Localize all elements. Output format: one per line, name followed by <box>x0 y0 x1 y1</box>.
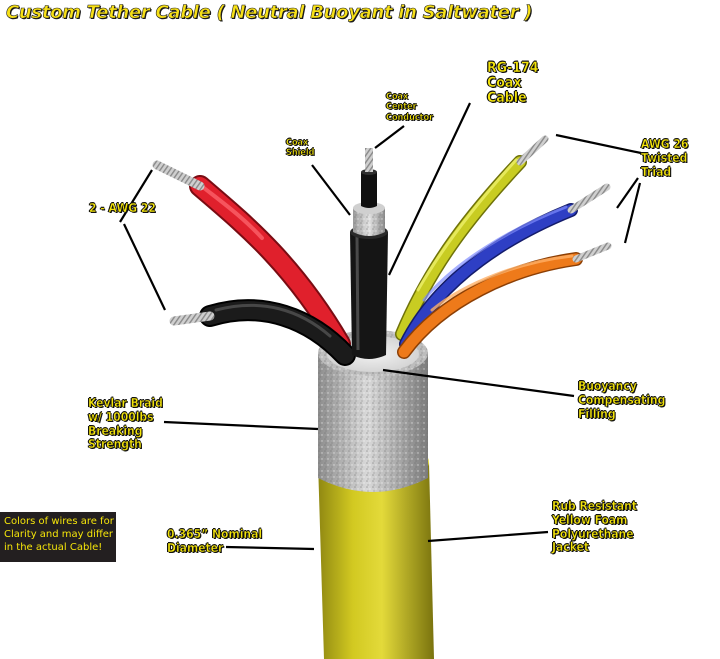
leader-awg26-orange <box>623 182 642 244</box>
note-line: Colors of wires are for <box>4 516 114 527</box>
label-coax-shield: Coax Shield <box>286 138 315 159</box>
label-buoyancy-filling: Buoyancy Compensating Filling <box>578 379 666 421</box>
label-line: Coax <box>386 92 409 102</box>
leader-jacket <box>427 530 549 543</box>
label-line: w/ 1000lbs <box>88 409 154 424</box>
wire-orange-awg26 <box>397 242 612 359</box>
wire-blue-awg26 <box>399 183 611 351</box>
label-line: Kevlar Braid <box>88 396 163 410</box>
leader-coax-center <box>374 125 405 149</box>
wire-yellow-awg26 <box>395 135 549 341</box>
label-awg26-twisted-triad: AWG 26 Twisted Triad <box>641 137 689 179</box>
label-polyurethane-jacket: Rub Resistant Yellow Foam Polyurethane J… <box>552 499 637 555</box>
leader-awg26-blue <box>616 177 639 209</box>
label-line: Center <box>386 102 417 113</box>
label-nominal-diameter: 0.365” Nominal Diameter <box>167 527 263 556</box>
leader-buoyancy <box>382 368 575 398</box>
note-line: in the actual Cable! <box>4 542 103 553</box>
label-line: Jacket <box>552 540 590 555</box>
label-line: Triad <box>641 164 672 179</box>
label-line: Coax <box>487 75 522 92</box>
label-kevlar-braid: Kevlar Braid w/ 1000lbs Breaking Strengt… <box>88 396 163 452</box>
leader-awg26-yellow <box>555 133 642 155</box>
label-line: Buoyancy <box>578 379 637 393</box>
leader-awg22-black <box>123 223 166 311</box>
label-line: 0.365” Nominal <box>167 527 263 541</box>
label-coax-center-conductor: Coax Center Conductor <box>386 92 433 123</box>
label-line: Coax <box>286 138 309 148</box>
note-line: Clarity and may differ <box>4 529 114 540</box>
leader-rg174 <box>388 102 471 276</box>
wire-red-awg22 <box>152 160 351 355</box>
label-line: Strength <box>88 437 142 452</box>
label-line: Filling <box>578 406 616 421</box>
coax-rg174 <box>350 148 388 359</box>
label-rg174-coax-cable: RG-174 Coax Cable <box>487 60 539 107</box>
leader-kevlar <box>163 420 319 431</box>
label-line: Breaking <box>88 423 143 438</box>
label-line: Polyurethane <box>552 526 634 541</box>
diagram-title: Custom Tether Cable ( Neutral Buoyant in… <box>6 2 533 24</box>
label-line: 2 - AWG 22 <box>89 201 156 215</box>
label-line: Conductor <box>386 112 434 123</box>
label-line: Compensating <box>578 392 666 407</box>
leader-diameter <box>225 545 315 551</box>
label-line: Diameter <box>167 540 224 555</box>
label-line: Cable <box>487 90 527 107</box>
label-line: RG-174 <box>487 60 539 76</box>
label-line: Rub Resistant <box>552 499 637 513</box>
leader-coax-shield <box>311 164 351 216</box>
leader-awg22-red <box>119 169 153 223</box>
wire-color-note: Colors of wires are for Clarity and may … <box>0 512 116 562</box>
label-line: Shield <box>286 148 315 159</box>
leader-lines <box>119 102 642 551</box>
label-awg22: 2 - AWG 22 <box>89 201 156 216</box>
label-line: Yellow Foam <box>552 512 628 527</box>
label-line: AWG 26 <box>641 137 689 151</box>
label-line: Twisted <box>641 150 688 165</box>
wire-black-awg22 <box>169 299 356 366</box>
